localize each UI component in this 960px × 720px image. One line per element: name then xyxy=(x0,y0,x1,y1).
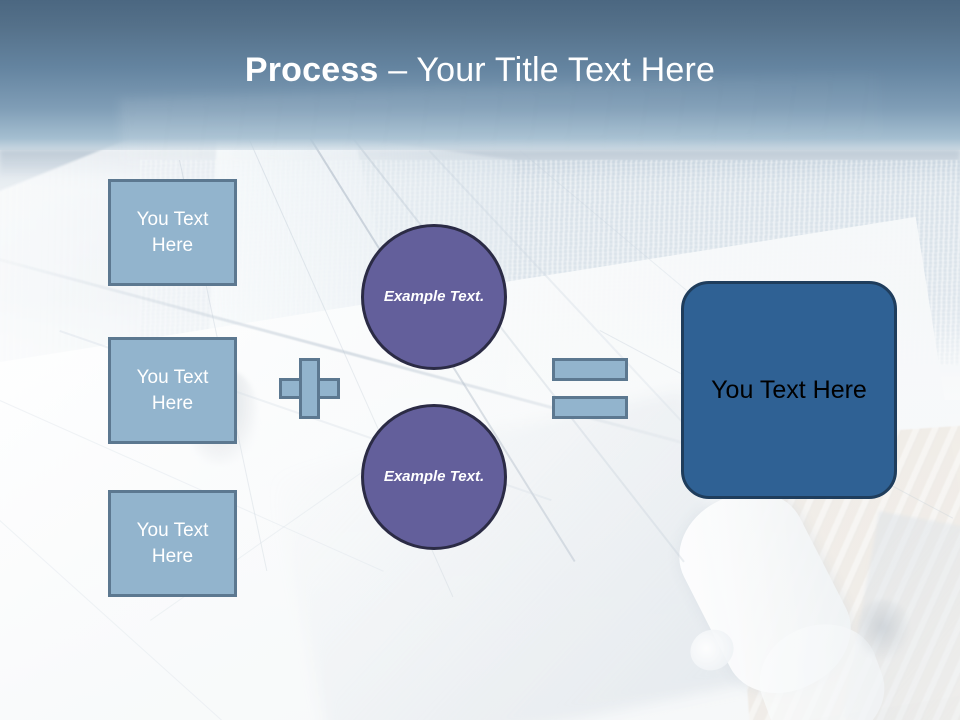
input-box-label: You Text Here xyxy=(136,208,209,256)
plus-cap-bottom xyxy=(299,416,320,419)
factor-circle-1[interactable]: Example Text. xyxy=(361,224,507,370)
input-box-3[interactable]: You Text Here xyxy=(108,490,237,597)
result-box[interactable]: You Text Here xyxy=(681,281,897,499)
input-box-label: You Text Here xyxy=(136,366,209,414)
factor-circle-2[interactable]: Example Text. xyxy=(361,404,507,550)
plus-cap-right xyxy=(337,378,340,399)
equals-operator-icon xyxy=(552,358,628,419)
page-title-regular: – Your Title Text Here xyxy=(378,51,716,89)
header-band xyxy=(0,0,960,164)
factor-circle-label: Example Text. xyxy=(383,468,485,485)
factor-circle-label: Example Text. xyxy=(383,288,485,305)
plus-cap-top xyxy=(299,358,320,361)
input-box-label: You Text Here xyxy=(136,519,209,567)
background-deck-cleat xyxy=(855,600,910,660)
result-box-label: You Text Here xyxy=(711,376,867,404)
plus-center-fill xyxy=(302,381,317,396)
page-title: Process – Your Title Text Here xyxy=(0,48,960,92)
plus-cap-left xyxy=(279,378,282,399)
input-box-1[interactable]: You Text Here xyxy=(108,179,237,286)
plus-operator-icon xyxy=(279,358,340,419)
page-title-bold: Process xyxy=(244,51,379,89)
equals-top-bar xyxy=(552,358,628,381)
equals-bottom-bar xyxy=(552,396,628,419)
input-box-2[interactable]: You Text Here xyxy=(108,337,237,444)
